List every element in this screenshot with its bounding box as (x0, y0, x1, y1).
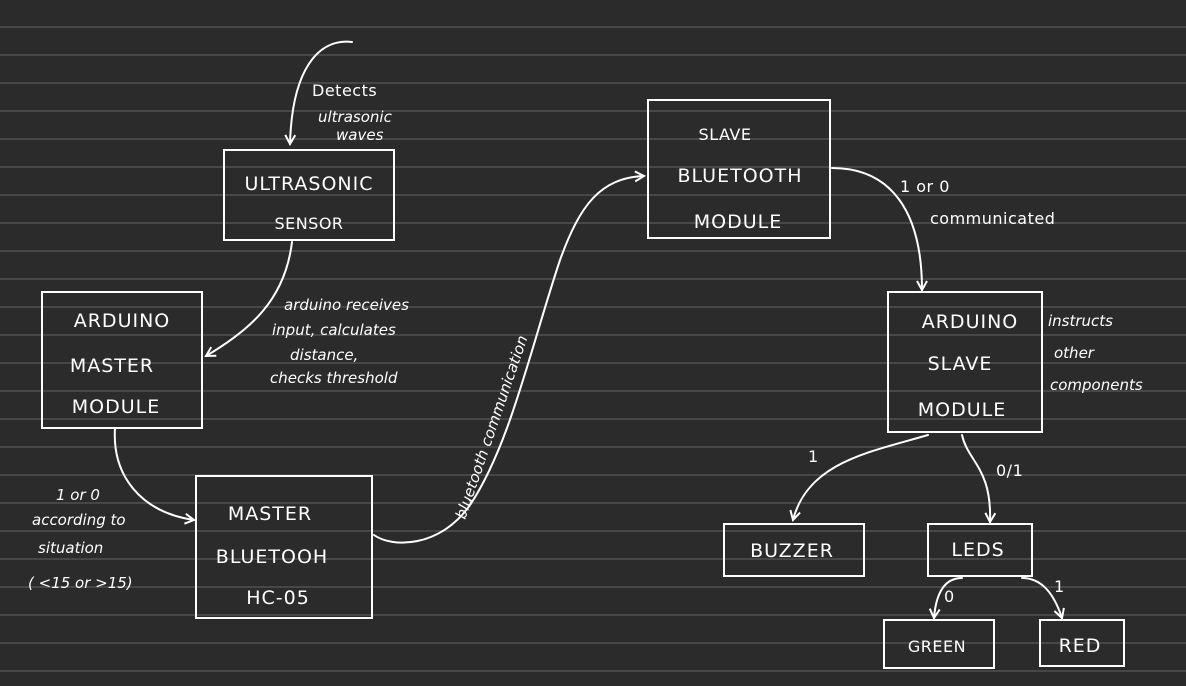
edge-leds-to-red (1021, 577, 1062, 618)
edge-slave-bt-to-arduino (831, 167, 922, 290)
annotation-line: arduino receives (284, 296, 409, 314)
annotation-instructs: instructs other components (1048, 312, 1143, 394)
annotation-line: 1 or 0 (56, 486, 100, 504)
annotation-line: Detects (312, 81, 377, 100)
node-green: GREEN (883, 619, 995, 669)
node-label: MODULE (918, 399, 1006, 421)
node-label: RED (1059, 635, 1102, 657)
edge-label-red: 1 (1054, 577, 1065, 596)
node-red: RED (1039, 619, 1125, 667)
node-arduino-master: ARDUINO MASTER MODULE (41, 291, 203, 429)
annotation-line: ultrasonic (318, 108, 393, 126)
annotation-detects: Detects ultrasonic waves (312, 81, 393, 144)
edge-label-buzzer: 1 (808, 447, 819, 466)
node-buzzer: BUZZER (723, 523, 865, 577)
node-master-bluetooth: MASTER BLUETOOH HC-05 (195, 475, 373, 619)
node-label: SLAVE (699, 125, 752, 144)
node-arduino-slave: ARDUINO SLAVE MODULE (887, 291, 1043, 433)
node-label: SLAVE (928, 353, 993, 375)
annotation-arduino-receives: arduino receives input, calculates dista… (270, 296, 409, 387)
node-label: BUZZER (750, 540, 834, 562)
edge-bluetooth-communication (373, 176, 644, 544)
annotation-bluetooth-communication: bluetooth communication (452, 333, 532, 521)
annotation-line: communicated (930, 209, 1055, 228)
annotation-communicated: 1 or 0 communicated (900, 177, 1055, 228)
edge-label-leds: 0/1 (996, 461, 1023, 480)
annotation-line: instructs (1048, 312, 1113, 330)
annotation-line: ( <15 or >15) (28, 574, 133, 592)
node-label: SENSOR (274, 214, 343, 233)
node-label: GREEN (908, 637, 966, 656)
node-label: MODULE (694, 211, 782, 233)
node-leds: LEDS (927, 523, 1033, 577)
annotation-line: situation (38, 539, 103, 557)
annotation-line: checks threshold (270, 369, 398, 387)
node-label: BLUETOOH (216, 546, 328, 568)
annotation-line: 1 or 0 (900, 177, 950, 196)
edge-leds-to-green (934, 577, 963, 618)
edge-detects-arrow (290, 40, 353, 144)
node-label: MASTER (228, 503, 312, 525)
node-label: ARDUINO (74, 310, 171, 332)
annotation-line: according to (32, 511, 126, 529)
node-label: HC-05 (246, 587, 310, 609)
edge-arduino-to-buzzer (793, 434, 929, 520)
annotation-according: 1 or 0 according to situation ( <15 or >… (28, 486, 133, 592)
edge-master-to-bt (113, 427, 194, 520)
node-label: LEDS (951, 539, 1004, 561)
node-label: MASTER (70, 355, 154, 377)
node-ultrasonic-sensor: ULTRASONIC SENSOR (223, 149, 395, 241)
node-slave-bluetooth: SLAVE BLUETOOTH MODULE (647, 99, 831, 239)
annotation-line: waves (336, 126, 384, 144)
annotation-line: other (1054, 344, 1095, 362)
edge-sensor-to-master (206, 241, 293, 356)
node-label: ARDUINO (922, 311, 1019, 333)
node-label: ULTRASONIC (244, 173, 373, 195)
edge-arduino-to-leds (961, 434, 990, 522)
edge-label-green: 0 (944, 587, 955, 606)
node-label: BLUETOOTH (678, 165, 803, 187)
node-label: MODULE (72, 396, 160, 418)
annotation-line: distance, (290, 346, 358, 364)
annotation-line: components (1050, 376, 1143, 394)
annotation-line: input, calculates (272, 321, 396, 339)
